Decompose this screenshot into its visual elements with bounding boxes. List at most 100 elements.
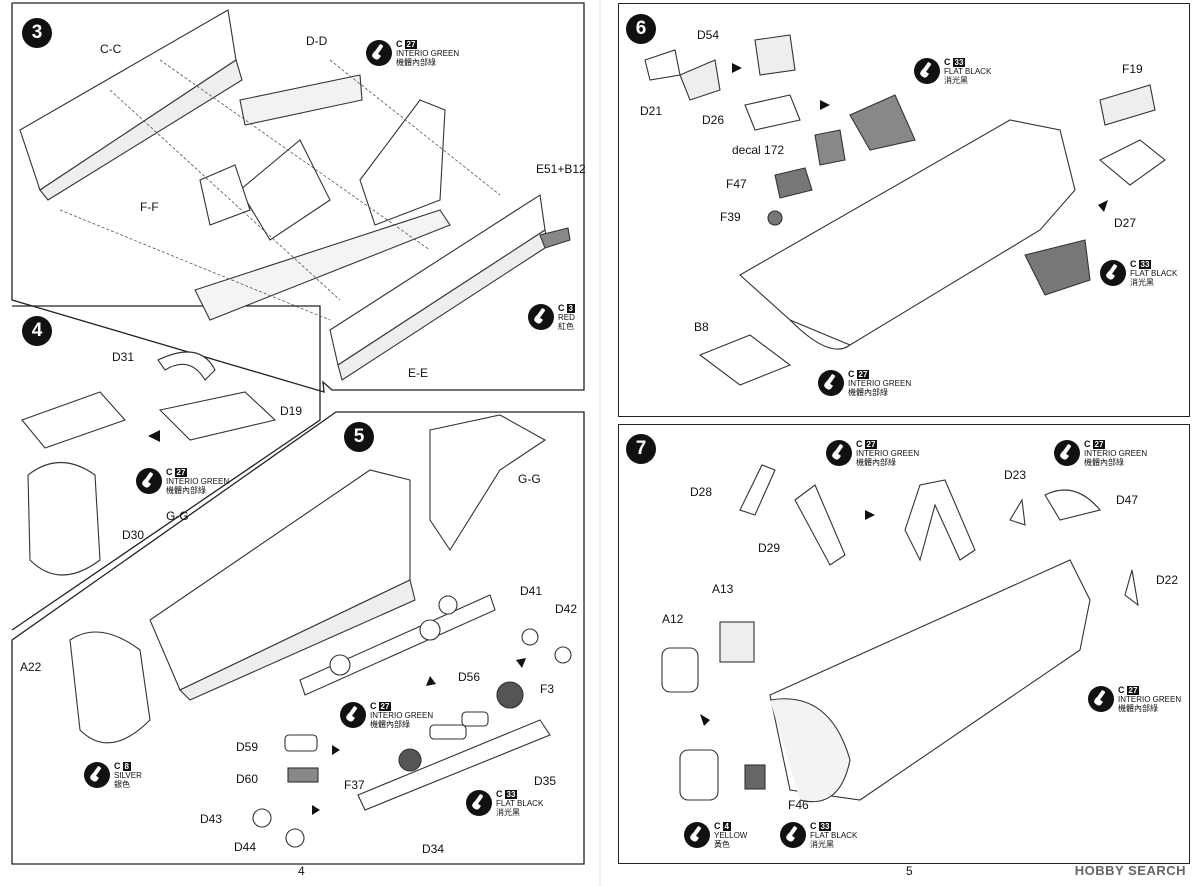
label-d47: D47	[1116, 493, 1139, 507]
paint-name: RED	[558, 313, 575, 322]
paint-number: 27	[1126, 686, 1140, 695]
paint-name-jp: 機體內部綠	[396, 58, 436, 67]
label-d44: D44	[234, 840, 257, 854]
paint-name-jp: 黃色	[714, 840, 730, 849]
paint-brush-icon	[684, 822, 710, 848]
paint-name: INTERIO GREEN	[1118, 695, 1182, 704]
label-d26: D26	[702, 113, 725, 127]
label-f19: F19	[1122, 62, 1143, 76]
paint-code: C	[496, 789, 503, 799]
paint-code: C	[370, 701, 377, 711]
label-d35: D35	[534, 774, 557, 788]
label-d30: D30	[122, 528, 145, 542]
label-d54: D54	[697, 28, 720, 42]
paint-name-jp: 機體內部綠	[166, 486, 206, 495]
paint-code: C	[1084, 439, 1091, 449]
paint-brush-icon	[136, 468, 162, 494]
label-d21: D21	[640, 104, 663, 118]
paint-code: C	[396, 39, 403, 49]
paint-code: C	[1118, 685, 1125, 695]
paint-number: 27	[174, 468, 188, 477]
label-d60: D60	[236, 772, 259, 786]
paint-name: FLAT BLACK	[496, 799, 544, 808]
paint-number: 27	[378, 702, 392, 711]
label-g-g-4: G-G	[166, 509, 189, 523]
paint-name-jp: 消光黑	[810, 840, 834, 849]
paint-brush-icon	[1054, 440, 1080, 466]
paint-name-jp: 消光黑	[1130, 278, 1154, 287]
paint-name: INTERIO GREEN	[1084, 449, 1148, 458]
frame-step-4	[11, 305, 321, 631]
paint-number: 3	[566, 304, 575, 313]
frame-step-3	[11, 2, 585, 393]
label-d43: D43	[200, 812, 223, 826]
step5-parts	[69, 414, 572, 848]
paint-code: C	[166, 467, 173, 477]
paint-brush-icon	[914, 58, 940, 84]
paint-number: 27	[864, 440, 878, 449]
paint-name: FLAT BLACK	[1130, 269, 1178, 278]
label-a22: A22	[20, 660, 42, 674]
page-number-right: 5	[906, 864, 913, 878]
label-d28: D28	[690, 485, 713, 499]
paint-number: 33	[818, 822, 832, 831]
paint-number: 27	[1092, 440, 1106, 449]
paint-name-jp: 紅色	[558, 322, 574, 331]
paint-name: INTERIO GREEN	[848, 379, 912, 388]
label-d23: D23	[1004, 468, 1027, 482]
paint-name-jp: 機體內部綠	[856, 458, 896, 467]
label-d59: D59	[236, 740, 259, 754]
step-number-5: 5	[344, 422, 374, 452]
paint-name: FLAT BLACK	[810, 831, 858, 840]
paint-number: 33	[1138, 260, 1152, 269]
label-d22: D22	[1156, 573, 1179, 587]
paint-name-jp: 銀色	[114, 780, 130, 789]
label-e-e: E-E	[408, 366, 429, 380]
frame-step-5	[11, 411, 585, 865]
step7-parts	[661, 464, 1139, 803]
paint-name-jp: 機體內部綠	[848, 388, 888, 397]
paint-brush-icon	[84, 762, 110, 788]
paint-code: C	[848, 369, 855, 379]
paint-code: C	[1130, 259, 1137, 269]
step3-frames	[19, 9, 571, 381]
paint-brush-icon	[1088, 686, 1114, 712]
paint-name: INTERIO GREEN	[396, 49, 460, 58]
paint-name: SILVER	[114, 771, 142, 780]
panel-step-6	[618, 3, 1190, 417]
paint-code: C	[944, 57, 951, 67]
paint-number: 33	[952, 58, 966, 67]
label-f-f: F-F	[140, 200, 159, 214]
label-d42: D42	[555, 602, 578, 616]
paint-name-jp: 機體內部綠	[1084, 458, 1124, 467]
label-a12: A12	[662, 612, 684, 626]
label-decal-172: decal 172	[732, 143, 785, 157]
label-d31: D31	[112, 350, 135, 364]
paint-name: INTERIO GREEN	[370, 711, 434, 720]
paint-name: FLAT BLACK	[944, 67, 992, 76]
step4-parts	[21, 351, 277, 576]
paint-brush-icon	[780, 822, 806, 848]
paint-number: 4	[722, 822, 731, 831]
label-d-d: D-D	[306, 34, 328, 48]
paint-number: 27	[856, 370, 870, 379]
paint-code: C	[810, 821, 817, 831]
label-f39: F39	[720, 210, 741, 224]
paint-code: C	[114, 761, 121, 771]
paint-name-jp: 消光黑	[496, 808, 520, 817]
paint-code: C	[856, 439, 863, 449]
label-c-c: C-C	[100, 42, 122, 56]
label-b8: B8	[694, 320, 709, 334]
